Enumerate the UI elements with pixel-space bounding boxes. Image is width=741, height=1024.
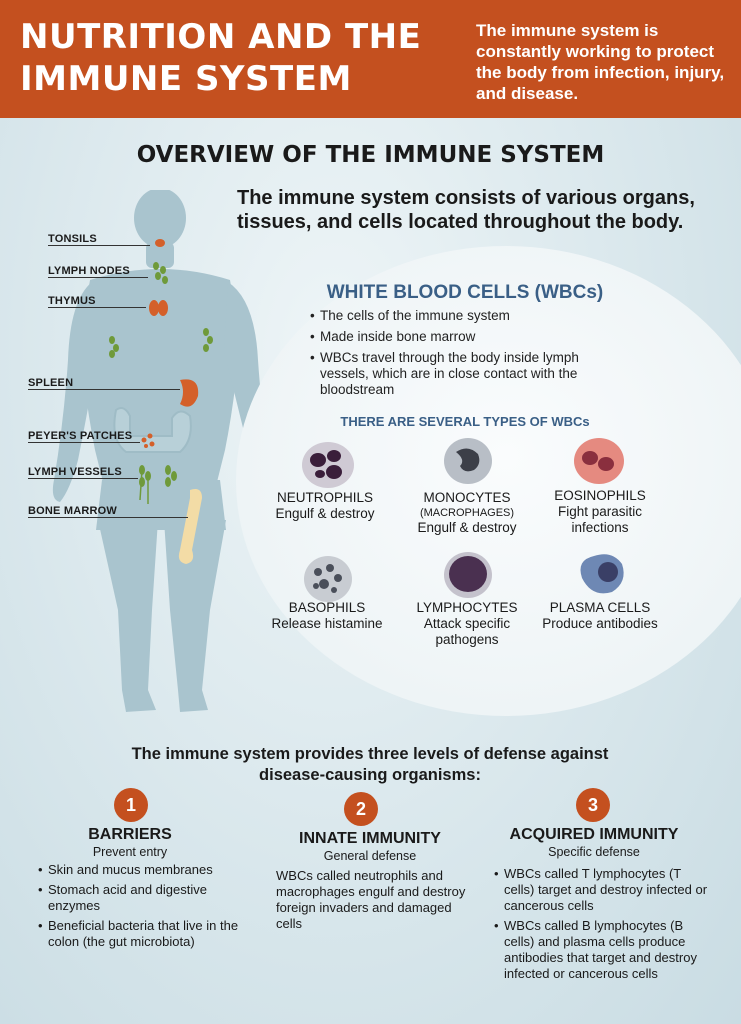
list-item: Beneficial bacteria that live in the col…	[38, 918, 253, 950]
cell-desc: Attack specific pathogens	[423, 616, 511, 647]
list-item: WBCs called B lymphocytes (B cells) and …	[494, 918, 709, 982]
acquired-list: WBCs called T lymphocytes (T cells) targ…	[494, 866, 709, 986]
overview-subtitle: The immune system consists of various or…	[237, 187, 695, 233]
list-item: The cells of the immune system	[310, 308, 630, 324]
label-spleen: SPLEEN	[28, 377, 74, 389]
cell-lymphocytes: LYMPHOCYTES Attack specific pathogens	[402, 600, 532, 648]
leader-line	[28, 517, 188, 518]
level-title: BARRIERS	[88, 826, 172, 843]
defense-intro: The immune system provides three levels …	[131, 745, 609, 784]
overview-title: OVERVIEW OF THE IMMUNE SYSTEM	[136, 142, 605, 168]
basophil-icon	[304, 556, 352, 602]
list-item: WBCs called T lymphocytes (T cells) targ…	[494, 866, 709, 914]
cell-desc: Fight parasitic infections	[557, 504, 643, 535]
cell-basophils: BASOPHILS Release histamine	[262, 600, 392, 632]
label-lymph-vessels: LYMPH VESSELS	[28, 466, 122, 478]
lymphocyte-icon	[444, 552, 492, 598]
label-bone-marrow: BONE MARROW	[28, 505, 117, 517]
innate-text: WBCs called neutrophils and macrophages …	[276, 868, 466, 931]
level-title: INNATE IMMUNITY	[299, 830, 441, 847]
cell-desc: Engulf & destroy	[417, 520, 517, 535]
wbc-types-title: THERE ARE SEVERAL TYPES OF WBCs	[340, 414, 590, 429]
cell-desc: Release histamine	[271, 616, 383, 631]
cell-desc: Produce antibodies	[542, 616, 658, 631]
cell-name: MONOCYTES	[423, 490, 511, 505]
cell-note: (MACROPHAGES)	[419, 507, 515, 519]
label-tonsils: TONSILS	[48, 233, 97, 245]
list-item: WBCs travel through the body inside lymp…	[310, 350, 630, 398]
level-subtitle: General defense	[323, 849, 417, 863]
barriers-list: Skin and mucus membranes Stomach acid an…	[38, 862, 253, 954]
page-title: NUTRITION AND THE IMMUNE SYSTEM	[20, 17, 422, 99]
human-body-illustration	[52, 190, 276, 712]
cell-eosinophils: EOSINOPHILS Fight parasitic infections	[535, 488, 665, 536]
label-lymph-nodes: LYMPH NODES	[48, 265, 130, 277]
leader-line	[28, 389, 180, 390]
eosinophil-icon	[574, 438, 624, 484]
level-subtitle: Prevent entry	[92, 845, 168, 859]
level-number: 2	[344, 792, 378, 826]
leader-line	[28, 442, 140, 443]
level-number: 3	[576, 788, 610, 822]
header-banner: NUTRITION AND THE IMMUNE SYSTEM The immu…	[0, 0, 741, 118]
label-peyers-patches: PEYER'S PATCHES	[28, 430, 133, 442]
cell-desc: Engulf & destroy	[275, 506, 375, 521]
cell-name: PLASMA CELLS	[549, 600, 651, 615]
cell-name: BASOPHILS	[288, 600, 366, 615]
list-item: Made inside bone marrow	[310, 329, 630, 345]
cell-name: NEUTROPHILS	[276, 490, 374, 505]
wbc-title: WHITE BLOOD CELLS (WBCs)	[326, 282, 604, 303]
leader-line	[48, 307, 146, 308]
cell-name: EOSINOPHILS	[554, 488, 646, 503]
wbc-points: The cells of the immune system Made insi…	[310, 308, 630, 403]
cell-name: LYMPHOCYTES	[416, 600, 518, 615]
leader-line	[48, 277, 148, 278]
level-number: 1	[114, 788, 148, 822]
cell-neutrophils: NEUTROPHILS Engulf & destroy	[260, 490, 390, 522]
monocyte-icon	[444, 438, 492, 484]
list-item: Stomach acid and digestive enzymes	[38, 882, 253, 914]
header-subtitle: The immune system is constantly working …	[476, 21, 725, 103]
list-item: Skin and mucus membranes	[38, 862, 253, 878]
label-thymus: THYMUS	[48, 295, 96, 307]
plasma-cell-icon	[580, 554, 624, 594]
level-title: ACQUIRED IMMUNITY	[509, 826, 679, 843]
cell-monocytes: MONOCYTES (MACROPHAGES) Engulf & destroy	[402, 490, 532, 536]
leader-line	[48, 245, 150, 246]
leader-line	[28, 478, 138, 479]
neutrophil-icon	[302, 442, 354, 488]
cell-plasma-cells: PLASMA CELLS Produce antibodies	[535, 600, 665, 632]
level-subtitle: Specific defense	[548, 845, 640, 859]
